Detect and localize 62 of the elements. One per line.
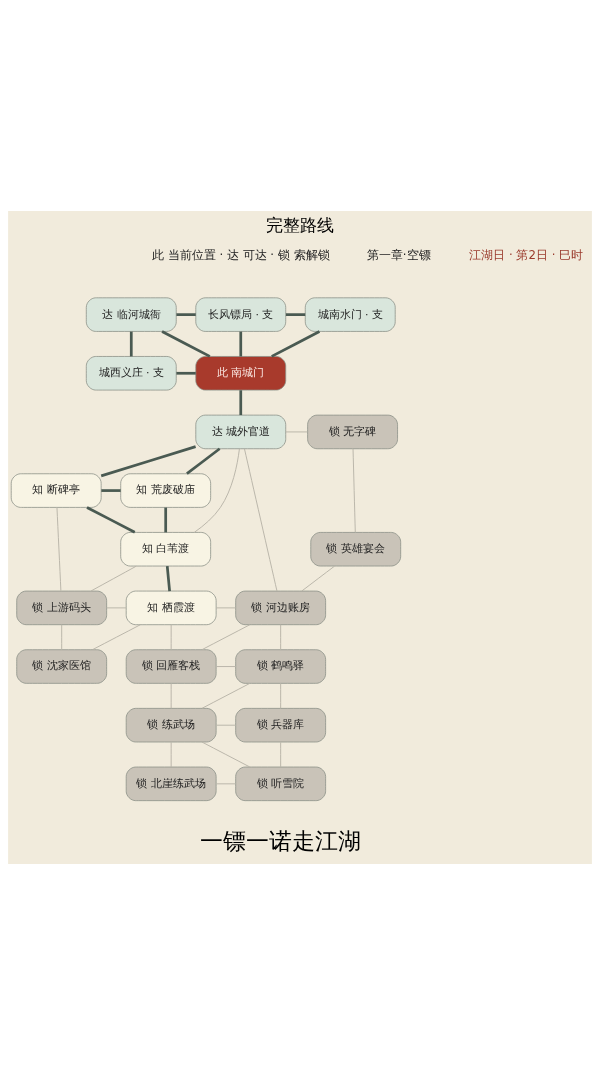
node-box: 城南水门 · 支 <box>304 297 396 332</box>
connector <box>176 313 196 316</box>
connector <box>106 607 127 609</box>
caption: 一镖一诺走江湖 <box>200 827 362 856</box>
node-box: 锁 河边账房 <box>235 590 326 626</box>
connector <box>215 724 237 726</box>
node-box: 城西义庄 · 支 <box>85 356 177 391</box>
connector <box>186 447 221 475</box>
connector <box>165 566 171 592</box>
node-box: 锁 鹤鸣驿 <box>235 649 326 684</box>
node-box: 锁 沈家医馆 <box>16 649 108 684</box>
connector <box>129 331 133 357</box>
label: 第一章·空镖 <box>366 247 431 262</box>
connector <box>201 741 251 768</box>
node-box: 此 南城门 <box>195 356 287 391</box>
connector <box>56 506 62 592</box>
connector <box>176 371 196 375</box>
node-box: 锁 无字碑 <box>307 414 398 450</box>
connector <box>170 683 172 709</box>
node-box: 知 栖霞渡 <box>125 590 217 626</box>
connector <box>280 624 282 651</box>
node-box: 锁 兵器库 <box>235 708 326 743</box>
connector <box>92 624 141 651</box>
label: 江湖日 · 第2日 · 巳时 <box>469 247 584 262</box>
connector <box>86 506 136 534</box>
node-box: 锁 听雪院 <box>235 766 326 802</box>
node-box: 知 白苇渡 <box>120 532 212 567</box>
connector <box>101 489 121 492</box>
connector <box>215 666 237 667</box>
connector <box>301 565 336 592</box>
connector <box>239 390 243 416</box>
connector <box>170 741 172 768</box>
node-box: 知 断碑亭 <box>10 473 102 508</box>
node-box: 锁 回雁客栈 <box>125 649 217 684</box>
connector <box>170 624 172 651</box>
node-box: 达 临河城衙 <box>85 297 177 332</box>
connector <box>90 565 137 592</box>
connector <box>164 507 168 533</box>
label: 此 当前位置 · 达 可达 · 锁 索解锁 <box>152 247 330 262</box>
connector <box>352 448 356 533</box>
node-box: 锁 英雄宴会 <box>310 532 402 567</box>
node-box: 长风镖局 · 支 <box>195 297 287 332</box>
connector <box>285 313 306 316</box>
node-box: 锁 北崖练武场 <box>125 766 217 802</box>
connector <box>280 741 282 768</box>
node-box: 知 荒废破庙 <box>120 473 212 508</box>
node-box: 锁 上游码头 <box>16 590 108 626</box>
connector <box>194 448 240 533</box>
connector <box>243 448 278 592</box>
connector <box>201 682 251 709</box>
diagram-title: 完整路线 <box>266 215 334 236</box>
node-box: 锁 练武场 <box>125 708 217 743</box>
connector <box>201 624 251 651</box>
connector <box>100 445 196 478</box>
connector <box>215 783 237 785</box>
node-box: 达 城外官道 <box>195 414 287 450</box>
connector <box>239 331 243 357</box>
connector <box>161 330 211 358</box>
connector <box>61 624 63 651</box>
connector <box>280 683 282 709</box>
connector <box>271 330 321 358</box>
connector <box>215 607 237 609</box>
